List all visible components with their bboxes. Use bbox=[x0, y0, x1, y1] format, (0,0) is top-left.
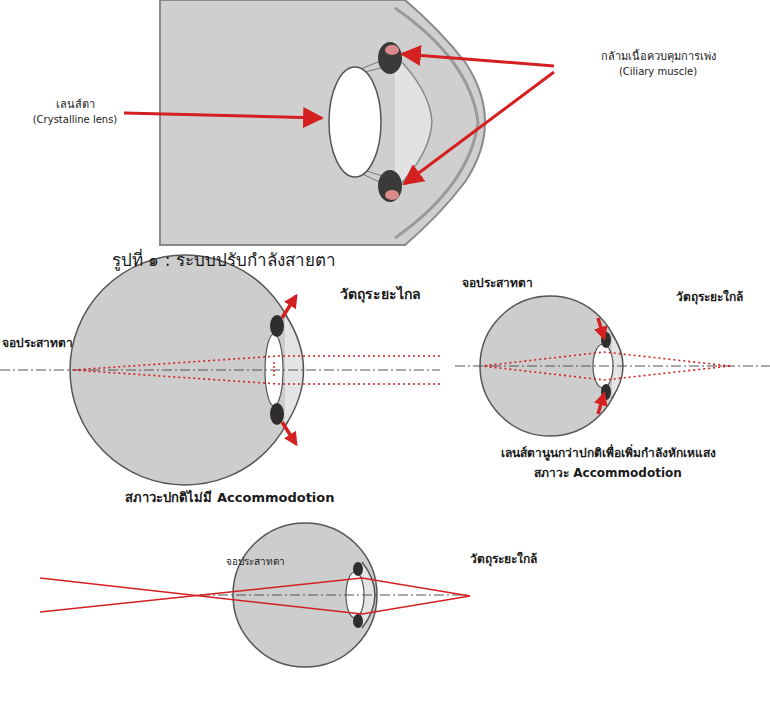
state-label: สภาวะ Accommodotion bbox=[452, 466, 764, 481]
object-label: วัตถุระยะใกล้ bbox=[470, 552, 537, 567]
object-label: วัตถุระยะไกล bbox=[340, 286, 470, 304]
part-label: จอประสาทตา bbox=[2, 336, 82, 351]
part-label: (Crystalline lens) bbox=[22, 114, 128, 127]
eye-closeup bbox=[124, 0, 554, 245]
part-label: เลนส์ตา bbox=[28, 98, 122, 112]
eye-accommodation bbox=[455, 296, 770, 436]
part-label: จอประสาทตา bbox=[226, 556, 285, 569]
note-label: เลนส์ตานูนกว่าปกติเพื่อเพิ่มกำลังหักเหแส… bbox=[452, 446, 764, 461]
figure-caption: รูปที่ ๑ : ระบบปรับกำลังสายตา bbox=[112, 250, 336, 271]
object-label: วัตถุระยะใกล้ bbox=[676, 290, 743, 305]
state-label: สภาวะปกติไม่มี Accommodotion bbox=[90, 490, 370, 506]
part-label: กล้ามเนื้อควบคุมการเพ่ง bbox=[558, 50, 758, 64]
part-label: (Ciliary muscle) bbox=[558, 66, 758, 79]
eye-near-object bbox=[40, 523, 470, 667]
part-label: จอประสาทตา bbox=[462, 276, 533, 291]
